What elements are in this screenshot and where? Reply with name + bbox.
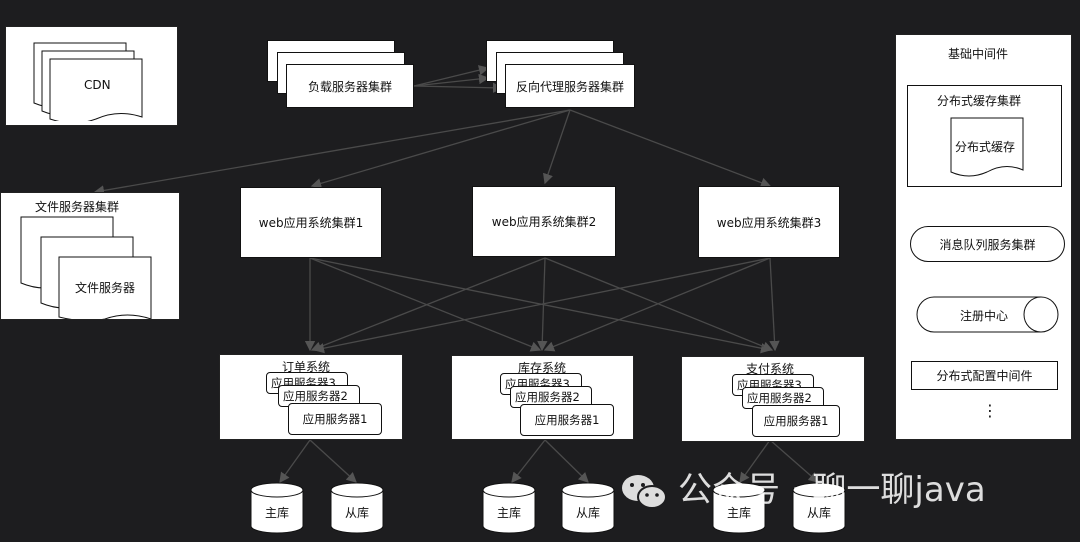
database-icon [330, 482, 384, 534]
web-cluster-2[interactable]: web应用系统集群2 [472, 186, 616, 257]
web-cluster-2-label: web应用系统集群2 [491, 215, 597, 229]
order-slave-db[interactable]: 从库 [330, 482, 384, 534]
payment-system[interactable]: 支付系统 应用服务器3 应用服务器2 应用服务器1 [681, 356, 865, 442]
middleware-title: 基础中间件 [948, 47, 1009, 61]
order-master-db[interactable]: 主库 [250, 482, 304, 534]
db-label: 从库 [806, 506, 831, 520]
app-server-2: 应用服务器2 [510, 386, 592, 408]
inventory-slave-db[interactable]: 从库 [561, 482, 615, 534]
cache-doc-icon [950, 117, 1024, 177]
cdn-doc-stack [33, 42, 143, 121]
app-server-1: 应用服务器1 [752, 405, 840, 437]
db-label: 主库 [264, 506, 289, 520]
middleware-panel: 基础中间件 分布式缓存集群 分布式缓存 消息队列服务集群 注册中心 分布式配置中… [895, 34, 1072, 440]
order-system[interactable]: 订单系统 应用服务器3 应用服务器2 应用服务器1 [219, 354, 403, 440]
inventory-system-title: 库存系统 [518, 361, 567, 375]
cdn-label: CDN [84, 78, 111, 92]
file-cluster-title: 文件服务器集群 [35, 200, 120, 214]
config-middleware[interactable]: 分布式配置中间件 [911, 361, 1058, 390]
file-server-panel: 文件服务器集群 文件服务器 [0, 192, 180, 320]
load-balancer-label: 负载服务器集群 [307, 79, 392, 94]
payment-master-db[interactable]: 主库 [712, 482, 766, 534]
database-icon [712, 482, 766, 534]
database-icon [561, 482, 615, 534]
payment-slave-db[interactable]: 从库 [792, 482, 846, 534]
load-balancer-cluster[interactable]: 负载服务器集群 [286, 64, 414, 108]
mq-label: 消息队列服务集群 [939, 237, 1036, 252]
config-label: 分布式配置中间件 [936, 369, 1033, 383]
cdn-panel: CDN [5, 26, 178, 126]
web-cluster-1-label: web应用系统集群1 [258, 216, 364, 230]
cache-label: 分布式缓存 [955, 140, 1016, 154]
db-label: 从库 [344, 506, 369, 520]
inventory-system[interactable]: 库存系统 应用服务器3 应用服务器2 应用服务器1 [451, 355, 634, 440]
db-label: 主库 [496, 506, 521, 520]
cache-cluster[interactable]: 分布式缓存集群 分布式缓存 [907, 85, 1062, 187]
registry-center[interactable]: 注册中心 [916, 296, 1059, 333]
file-server-label: 文件服务器 [75, 281, 136, 295]
payment-system-title: 支付系统 [746, 362, 795, 376]
wechat-icon [622, 474, 667, 509]
app-server-1: 应用服务器1 [288, 403, 382, 435]
web-cluster-3-label: web应用系统集群3 [716, 215, 822, 230]
database-icon [482, 482, 536, 534]
db-label: 主库 [726, 506, 751, 520]
reverse-proxy-label: 反向代理服务器集群 [515, 79, 624, 94]
database-icon [792, 482, 846, 534]
order-system-title: 订单系统 [282, 360, 331, 374]
registry-shape [916, 296, 1059, 333]
database-icon [250, 482, 304, 534]
cache-cluster-title: 分布式缓存集群 [937, 94, 1022, 108]
web-cluster-1[interactable]: web应用系统集群1 [240, 187, 382, 258]
db-label: 从库 [575, 506, 600, 520]
watermark-text: 公众号 · 聊一聊java [678, 470, 986, 510]
more-ellipsis: ⋮ [982, 401, 998, 420]
app-server-1: 应用服务器1 [520, 404, 614, 436]
mq-cluster[interactable]: 消息队列服务集群 [910, 226, 1065, 262]
web-cluster-3[interactable]: web应用系统集群3 [698, 186, 840, 258]
registry-label: 注册中心 [960, 309, 1009, 323]
app-server-2: 应用服务器2 [742, 387, 824, 409]
file-doc-stack [20, 216, 152, 319]
inventory-master-db[interactable]: 主库 [482, 482, 536, 534]
reverse-proxy-cluster[interactable]: 反向代理服务器集群 [505, 64, 635, 108]
watermark: 公众号 · 聊一聊java [620, 462, 986, 512]
